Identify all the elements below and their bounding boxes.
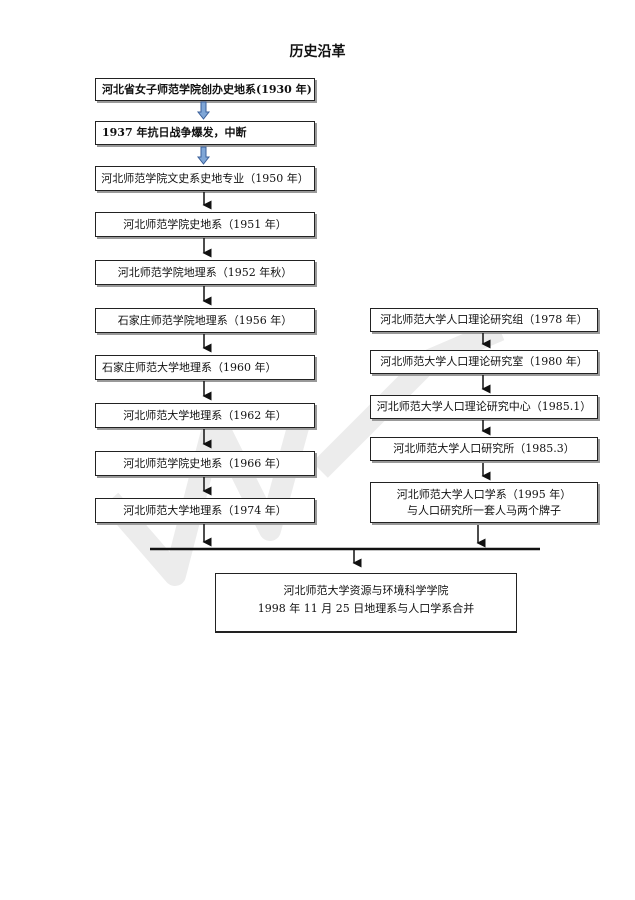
box-1985-3: 河北师范大学人口研究所（1985.3） bbox=[370, 437, 598, 461]
box-1995: 河北师范大学人口学系（1995 年） 与人口研究所一套人马两个牌子 bbox=[370, 482, 598, 523]
box-1978: 河北师范大学人口理论研究组（1978 年） bbox=[370, 308, 598, 332]
box-1974: 河北师范大学地理系（1974 年） bbox=[95, 498, 315, 523]
box-1960: 石家庄师范大学地理系（1960 年） bbox=[95, 355, 315, 380]
box-1995-line1: 河北师范大学人口学系（1995 年） bbox=[396, 487, 572, 501]
box-1985-1: 河北师范大学人口理论研究中心（1985.1） bbox=[370, 395, 598, 419]
box-1962: 河北师范大学地理系（1962 年） bbox=[95, 403, 315, 428]
page-title: 历史沿革 bbox=[289, 44, 346, 60]
box-1966: 河北师范学院史地系（1966 年） bbox=[95, 451, 315, 476]
box-1980: 河北师范大学人口理论研究室（1980 年） bbox=[370, 350, 598, 374]
block-arrow-icon bbox=[196, 146, 211, 165]
merged-line2: 1998 年 11 月 25 日地理系与人口学系合并 bbox=[257, 602, 475, 615]
box-1950: 河北师范学院文史系史地专业（1950 年） bbox=[95, 166, 315, 191]
box-1956: 石家庄师范学院地理系（1956 年） bbox=[95, 308, 315, 333]
merged-line1: 河北师范大学资源与环境科学学院 bbox=[283, 584, 449, 597]
box-1995-line2: 与人口研究所一套人马两个牌子 bbox=[407, 503, 561, 517]
block-arrow-icon bbox=[196, 101, 211, 120]
box-1937: 1937 年抗日战争爆发，中断 bbox=[95, 121, 315, 145]
box-1951: 河北师范学院史地系（1951 年） bbox=[95, 212, 315, 237]
box-1930: 河北省女子师范学院创办史地系(1930 年) bbox=[95, 78, 315, 101]
box-merged: 河北师范大学资源与环境科学学院 1998 年 11 月 25 日地理系与人口学系… bbox=[215, 573, 517, 633]
box-1952: 河北师范学院地理系（1952 年秋） bbox=[95, 260, 315, 285]
